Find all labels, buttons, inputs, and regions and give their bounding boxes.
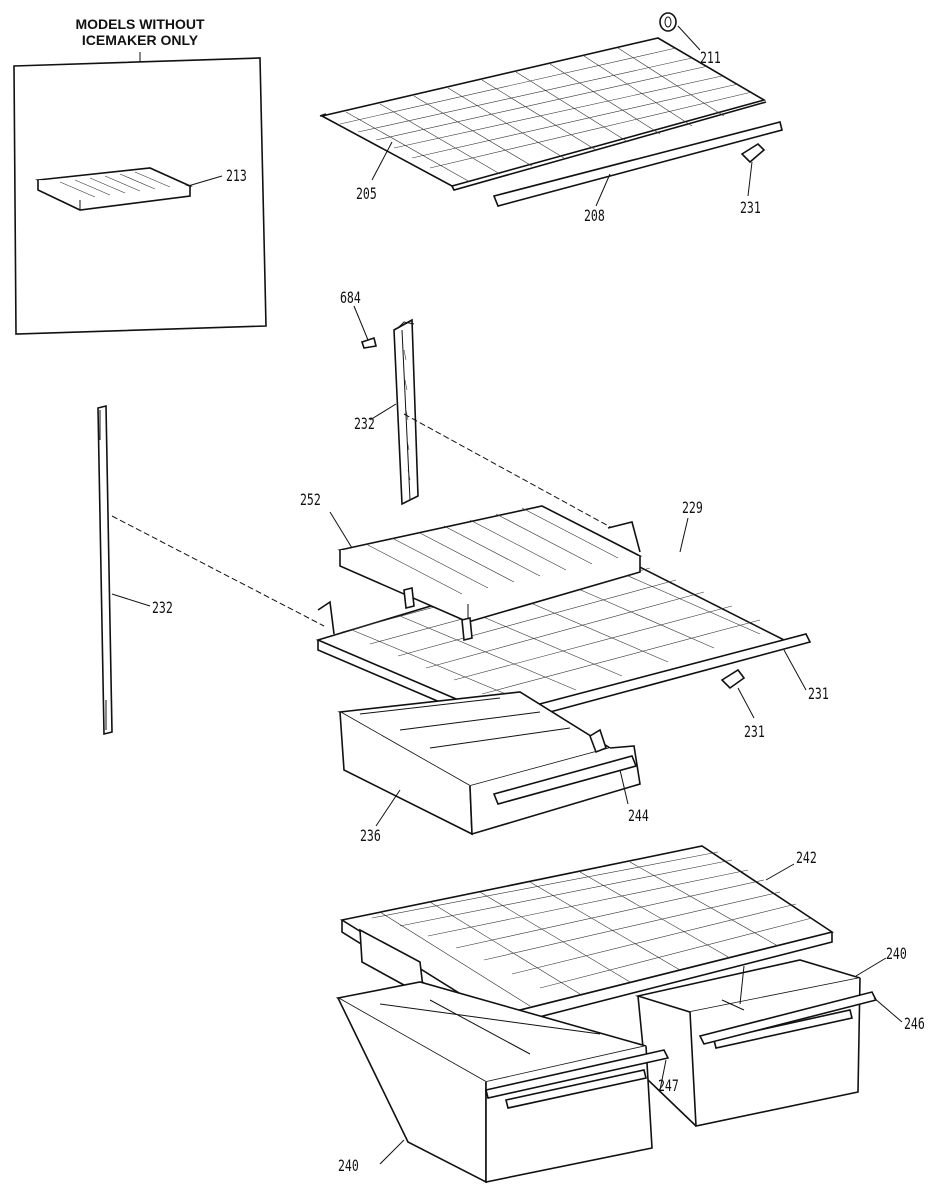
label-240-right: 240 xyxy=(886,944,907,963)
part-236-drawer xyxy=(337,691,641,836)
leader-232-left xyxy=(111,593,151,607)
label-242: 242 xyxy=(796,848,817,867)
part-211-clip xyxy=(659,12,677,32)
part-240-crisper-left xyxy=(335,981,653,1184)
leader-232-center xyxy=(369,403,397,421)
leader-208 xyxy=(595,173,611,207)
leader-240-left xyxy=(379,1139,405,1165)
leader-684 xyxy=(353,305,369,341)
part-231-bracket-top xyxy=(740,142,766,164)
label-229: 229 xyxy=(682,498,703,517)
leader-231-mid xyxy=(737,687,755,719)
part-231-bracket-mid xyxy=(720,668,746,690)
label-246: 246 xyxy=(904,1014,925,1033)
leader-231-right xyxy=(783,649,807,691)
label-240-left: 240 xyxy=(338,1156,359,1175)
part-684-screw xyxy=(360,336,377,349)
inset-box xyxy=(13,52,267,335)
label-252: 252 xyxy=(300,490,321,509)
label-205: 205 xyxy=(356,184,377,203)
part-232-left-rail xyxy=(97,404,113,736)
label-684: 684 xyxy=(340,288,361,307)
part-232-center-rail xyxy=(393,318,419,506)
label-247: 247 xyxy=(658,1076,679,1095)
part-247-handle xyxy=(485,1049,670,1099)
label-231-mid: 231 xyxy=(744,722,765,741)
leader-211 xyxy=(677,25,701,51)
leader-247 xyxy=(659,1059,667,1091)
label-244: 244 xyxy=(628,806,649,825)
leader-242 xyxy=(765,863,795,881)
inset-title-line2: ICEMAKER ONLY xyxy=(81,32,199,48)
leader-252 xyxy=(329,511,353,549)
part-240-crisper-right xyxy=(634,959,861,1127)
part-242-crisper-cover xyxy=(339,845,834,1029)
leader-244 xyxy=(619,769,629,805)
inset-title-line1: MODELS WITHOUT xyxy=(75,16,205,32)
leader-236 xyxy=(375,789,401,827)
part-213-ice-tray xyxy=(35,167,193,211)
label-231-top: 231 xyxy=(740,198,761,217)
label-231-right: 231 xyxy=(808,684,829,703)
label-232-center: 232 xyxy=(354,414,375,433)
inset-title: MODELS WITHOUT ICEMAKER ONLY xyxy=(40,16,240,48)
part-252-cover xyxy=(337,505,643,642)
leader-231-top xyxy=(747,161,753,197)
center-line-lower xyxy=(111,515,325,627)
label-236: 236 xyxy=(360,826,381,845)
part-205-wire-shelf xyxy=(319,37,767,191)
leader-213 xyxy=(187,175,223,187)
leader-240-right xyxy=(855,957,887,977)
label-213: 213 xyxy=(226,166,247,185)
leader-246 xyxy=(873,997,903,1023)
center-line-upper xyxy=(403,413,635,541)
label-211: 211 xyxy=(700,48,721,67)
label-208: 208 xyxy=(584,206,605,225)
leader-205 xyxy=(371,141,393,181)
part-208-trim xyxy=(492,121,783,207)
leader-229 xyxy=(679,517,689,553)
label-232-left: 232 xyxy=(152,598,173,617)
